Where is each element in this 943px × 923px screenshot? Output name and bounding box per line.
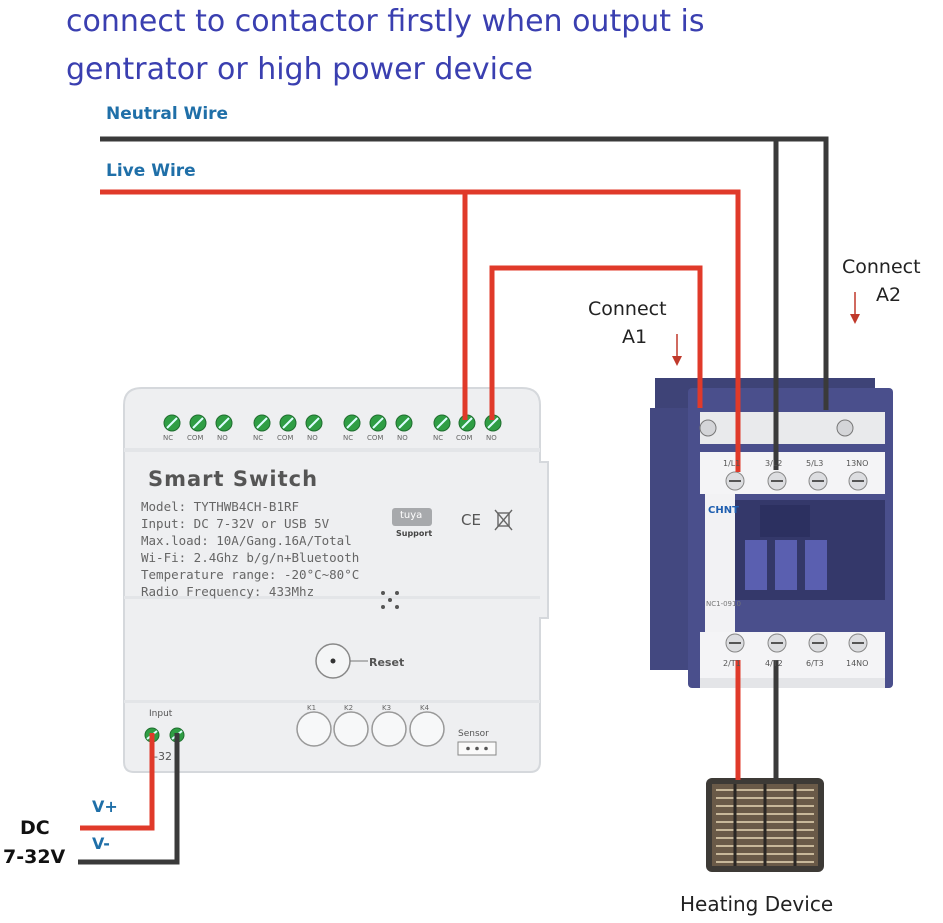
reset-button[interactable] (315, 643, 368, 679)
smart-switch-title: Smart Switch (148, 467, 319, 491)
input-voltage-label: -32 (154, 750, 172, 763)
spec-temperature: Temperature range: -20°C~80°C (141, 567, 360, 582)
contactor-terminal-screw (808, 633, 828, 653)
terminal-label-2-t1: 2/T1 (723, 659, 741, 668)
neutral-wire-label: Neutral Wire (106, 104, 229, 124)
down-arrow-a2-icon (850, 292, 860, 324)
terminal-label-com: COM (187, 434, 204, 442)
terminal-screw (343, 414, 361, 432)
connect-a2-label: Connect (842, 256, 921, 278)
headline-line-2: gentrator or high power device (66, 52, 533, 87)
reset-label: Reset (369, 656, 405, 669)
terminal-label-no: NO (397, 434, 408, 442)
tuya-support-label: Support (396, 529, 433, 538)
terminal-screw (395, 414, 413, 432)
terminal-label-5-l3: 5/L3 (806, 459, 824, 468)
terminal-label-no: NO (307, 434, 318, 442)
live-wire-label: Live Wire (106, 161, 196, 181)
button-label-k4: K4 (420, 704, 430, 712)
spec-input: Input: DC 7-32V or USB 5V (141, 516, 330, 531)
ce-mark: CE (461, 511, 481, 529)
terminal-screw (305, 414, 323, 432)
channel-button-k4[interactable] (409, 711, 445, 747)
tuya-logo: tuya (400, 510, 423, 521)
terminal-screw (253, 414, 271, 432)
terminal-screw (433, 414, 451, 432)
contactor-terminal-screw (848, 471, 868, 491)
terminal-screw (484, 414, 502, 432)
heating-device-label: Heating Device (680, 892, 834, 916)
weee-icon (494, 509, 513, 531)
contactor-terminal-screw (767, 633, 787, 653)
terminal-screw (189, 414, 207, 432)
headline-line-1: connect to contactor firstly when output… (66, 4, 705, 39)
terminal-screw (163, 414, 181, 432)
terminal-label-13no: 13NO (846, 459, 869, 468)
neutral-wire (100, 136, 829, 780)
contactor-terminal-screw (808, 471, 828, 491)
button-label-k1: K1 (307, 704, 317, 712)
dc-label: DC (20, 817, 50, 839)
connect-a1-label: Connect (588, 298, 667, 320)
buzzer-holes (381, 591, 399, 609)
contactor-terminal-screw (848, 633, 868, 653)
terminal-screw (279, 414, 297, 432)
contactor-model: NC1-0910 (706, 600, 741, 608)
down-arrow-a1-icon (672, 334, 682, 366)
coil-terminal-a1 (699, 419, 717, 437)
spec-model: Model: TYTHWB4CH-B1RF (141, 499, 300, 514)
input-label: Input (149, 709, 173, 719)
terminal-label-3-l2: 3/L2 (765, 459, 783, 468)
contactor-terminal-screw (725, 633, 745, 653)
terminal-label-nc: NC (253, 434, 264, 442)
v-minus-label: V- (92, 834, 110, 853)
spec-wifi: Wi-Fi: 2.4Ghz b/g/n+Bluetooth (141, 550, 360, 565)
v-plus-label: V+ (92, 797, 118, 816)
terminal-label-nc: NC (343, 434, 354, 442)
connect-a2-terminal: A2 (876, 284, 902, 306)
dc-voltage-label: 7-32V (3, 846, 66, 868)
terminal-label-no: NO (217, 434, 228, 442)
button-label-k2: K2 (344, 704, 354, 712)
channel-button-k3[interactable] (371, 711, 407, 747)
button-label-k3: K3 (382, 704, 392, 712)
heating-device (706, 778, 824, 872)
contactor-terminal-screw (767, 471, 787, 491)
spec-radio-frequency: Radio Frequency: 433Mhz (141, 584, 315, 599)
terminal-label-1-l1: 1/L1 (723, 459, 741, 468)
spec-max-load: Max.load: 10A/Gang.16A/Total (141, 533, 352, 548)
sensor-label: Sensor (458, 729, 489, 739)
tuya-badge (392, 508, 432, 526)
terminal-label-no: NO (486, 434, 497, 442)
sensor-port (457, 741, 497, 756)
terminal-label-com: COM (277, 434, 294, 442)
smart-switch-module (123, 387, 549, 773)
terminal-label-nc: NC (433, 434, 444, 442)
dc-wires (78, 733, 180, 865)
contactor-brand: CHNT (708, 505, 739, 516)
terminal-label-14no: 14NO (846, 659, 869, 668)
terminal-label-nc: NC (163, 434, 174, 442)
connect-a1-terminal: A1 (622, 326, 648, 348)
terminal-label-4-t2: 4/T2 (765, 659, 783, 668)
terminal-label-6-t3: 6/T3 (806, 659, 824, 668)
channel-button-k2[interactable] (333, 711, 369, 747)
relay-terminals (163, 414, 502, 432)
channel-button-k1[interactable] (296, 711, 332, 747)
terminal-screw (369, 414, 387, 432)
live-wire (100, 189, 741, 780)
terminal-label-com: COM (367, 434, 384, 442)
contactor-terminal-screw (725, 471, 745, 491)
contactor (650, 378, 893, 688)
terminal-screw (215, 414, 233, 432)
coil-terminal-a2 (836, 419, 854, 437)
terminal-label-com: COM (456, 434, 473, 442)
